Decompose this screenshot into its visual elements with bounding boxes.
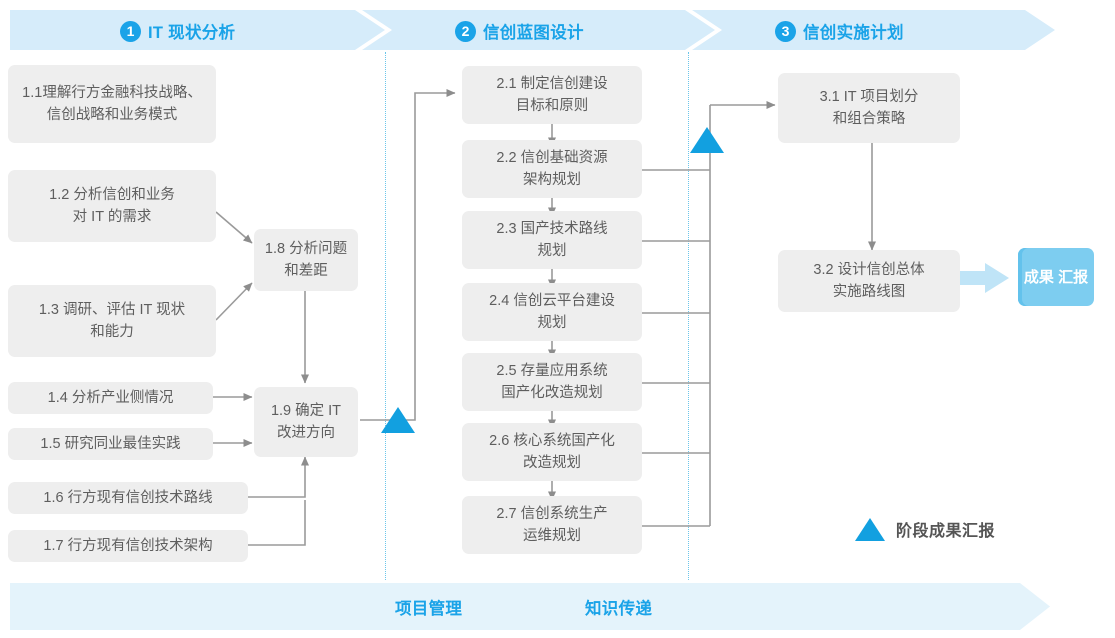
band-label-knowledge-transfer: 知识传递 bbox=[585, 600, 653, 618]
node-1-1-line-1: 1.1理解行方金融科技战略、 bbox=[22, 85, 202, 101]
bottom-band: 项目管理 知识传递 bbox=[10, 583, 1050, 630]
node-2-5-line-1: 2.5 存量应用系统 bbox=[496, 363, 608, 379]
node-1-9-line-1: 1.9 确定 IT bbox=[270, 403, 342, 419]
node-1-3-line-2: 和能力 bbox=[90, 324, 134, 340]
phase-2-number: 2 bbox=[455, 20, 476, 42]
node-1-3[interactable]: 1.3 调研、评估 IT 现状 和能力 bbox=[8, 285, 216, 357]
node-3-1-line-1: 3.1 IT 项目划分 bbox=[819, 89, 919, 105]
node-1-7-label: 1.7 行方现有信创技术架构 bbox=[43, 538, 213, 554]
node-3-1[interactable]: 3.1 IT 项目划分 和组合策略 bbox=[778, 73, 960, 143]
phase-1-number: 1 bbox=[120, 20, 141, 42]
node-2-6-line-1: 2.6 核心系统国产化 bbox=[489, 433, 615, 449]
node-3-1-line-2: 和组合策略 bbox=[832, 111, 906, 127]
phase-1-header: 1 IT 现状分析 bbox=[120, 20, 235, 42]
node-1-9-line-2: 改进方向 bbox=[276, 425, 335, 441]
result-line-2: 汇报 bbox=[1058, 268, 1089, 286]
node-1-1-line-2: 信创战略和业务模式 bbox=[46, 107, 178, 123]
node-2-6[interactable]: 2.6 核心系统国产化 改造规划 bbox=[462, 423, 642, 481]
node-1-3-line-1: 1.3 调研、评估 IT 现状 bbox=[38, 302, 186, 318]
band-label-project-management: 项目管理 bbox=[395, 600, 463, 618]
node-2-2-line-2: 架构规划 bbox=[523, 172, 581, 188]
node-1-7[interactable]: 1.7 行方现有信创技术架构 bbox=[8, 530, 248, 562]
node-2-3-line-1: 2.3 国产技术路线 bbox=[496, 221, 608, 237]
phase-separator-1-2 bbox=[385, 52, 386, 580]
legend: 阶段成果汇报 bbox=[855, 517, 995, 541]
node-1-8-line-2: 和差距 bbox=[284, 263, 328, 279]
node-1-9[interactable]: 1.9 确定 IT 改进方向 bbox=[254, 387, 358, 457]
node-2-2-line-1: 2.2 信创基础资源 bbox=[496, 150, 608, 166]
milestone-triangle-phase2 bbox=[690, 127, 724, 153]
node-2-4-line-2: 规划 bbox=[537, 315, 567, 331]
node-2-2[interactable]: 2.2 信创基础资源 架构规划 bbox=[462, 140, 642, 198]
phase-1-label: IT 现状分析 bbox=[148, 24, 236, 42]
phase-3-header: 3 信创实施计划 bbox=[775, 20, 904, 42]
node-2-1-line-2: 目标和原则 bbox=[515, 98, 589, 114]
node-1-2-line-1: 1.2 分析信创和业务 bbox=[49, 187, 175, 203]
node-2-5[interactable]: 2.5 存量应用系统 国产化改造规划 bbox=[462, 353, 642, 411]
node-1-5[interactable]: 1.5 研究同业最佳实践 bbox=[8, 428, 213, 460]
node-2-4[interactable]: 2.4 信创云平台建设 规划 bbox=[462, 283, 642, 341]
result-line-1: 成果 bbox=[1023, 268, 1054, 286]
phase-separator-2-3 bbox=[688, 52, 689, 580]
node-2-3-line-2: 规划 bbox=[537, 243, 567, 259]
node-2-7-line-2: 运维规划 bbox=[523, 528, 581, 544]
node-2-1-line-1: 2.1 制定信创建设 bbox=[496, 76, 608, 92]
bottom-band-shape bbox=[10, 583, 1050, 630]
phase-2-label: 信创蓝图设计 bbox=[483, 24, 584, 42]
node-2-3[interactable]: 2.3 国产技术路线 规划 bbox=[462, 211, 642, 269]
node-1-6[interactable]: 1.6 行方现有信创技术路线 bbox=[8, 482, 248, 514]
node-3-2-line-2: 实施路线图 bbox=[832, 284, 906, 300]
triangle-milestone-icon bbox=[855, 517, 885, 541]
node-2-1[interactable]: 2.1 制定信创建设 目标和原则 bbox=[462, 66, 642, 124]
node-2-5-line-2: 国产化改造规划 bbox=[501, 385, 603, 401]
node-2-7[interactable]: 2.7 信创系统生产 运维规划 bbox=[462, 496, 642, 554]
node-1-4[interactable]: 1.4 分析产业侧情况 bbox=[8, 382, 213, 414]
node-1-2-line-2: 对 IT 的需求 bbox=[72, 209, 152, 225]
node-2-7-line-1: 2.7 信创系统生产 bbox=[496, 506, 608, 522]
node-3-2-line-1: 3.2 设计信创总体 bbox=[813, 262, 925, 278]
node-1-6-label: 1.6 行方现有信创技术路线 bbox=[43, 490, 213, 506]
phase-header-banner: 1 IT 现状分析 2 信创蓝图设计 3 信创实施计划 bbox=[10, 10, 1055, 50]
node-1-8[interactable]: 1.8 分析问题 和差距 bbox=[254, 229, 358, 291]
phase-3-number: 3 bbox=[775, 20, 796, 42]
node-1-5-label: 1.5 研究同业最佳实践 bbox=[40, 436, 181, 452]
phase-3-label: 信创实施计划 bbox=[803, 24, 904, 42]
node-1-4-label: 1.4 分析产业侧情况 bbox=[47, 390, 174, 406]
node-1-1[interactable]: 1.1理解行方金融科技战略、 信创战略和业务模式 bbox=[8, 65, 216, 143]
node-2-6-line-2: 改造规划 bbox=[523, 455, 581, 471]
node-2-4-line-1: 2.4 信创云平台建设 bbox=[489, 293, 615, 309]
node-1-8-line-1: 1.8 分析问题 bbox=[264, 241, 348, 257]
node-3-2[interactable]: 3.2 设计信创总体 实施路线图 bbox=[778, 250, 960, 312]
result-arrow-icon bbox=[955, 263, 1009, 293]
node-1-2[interactable]: 1.2 分析信创和业务 对 IT 的需求 bbox=[8, 170, 216, 242]
result-report-chip[interactable]: 成果 汇报 bbox=[1018, 248, 1094, 306]
legend-label: 阶段成果汇报 bbox=[896, 523, 996, 540]
phase-2-header: 2 信创蓝图设计 bbox=[455, 20, 584, 42]
milestone-triangle-phase1 bbox=[381, 407, 415, 433]
